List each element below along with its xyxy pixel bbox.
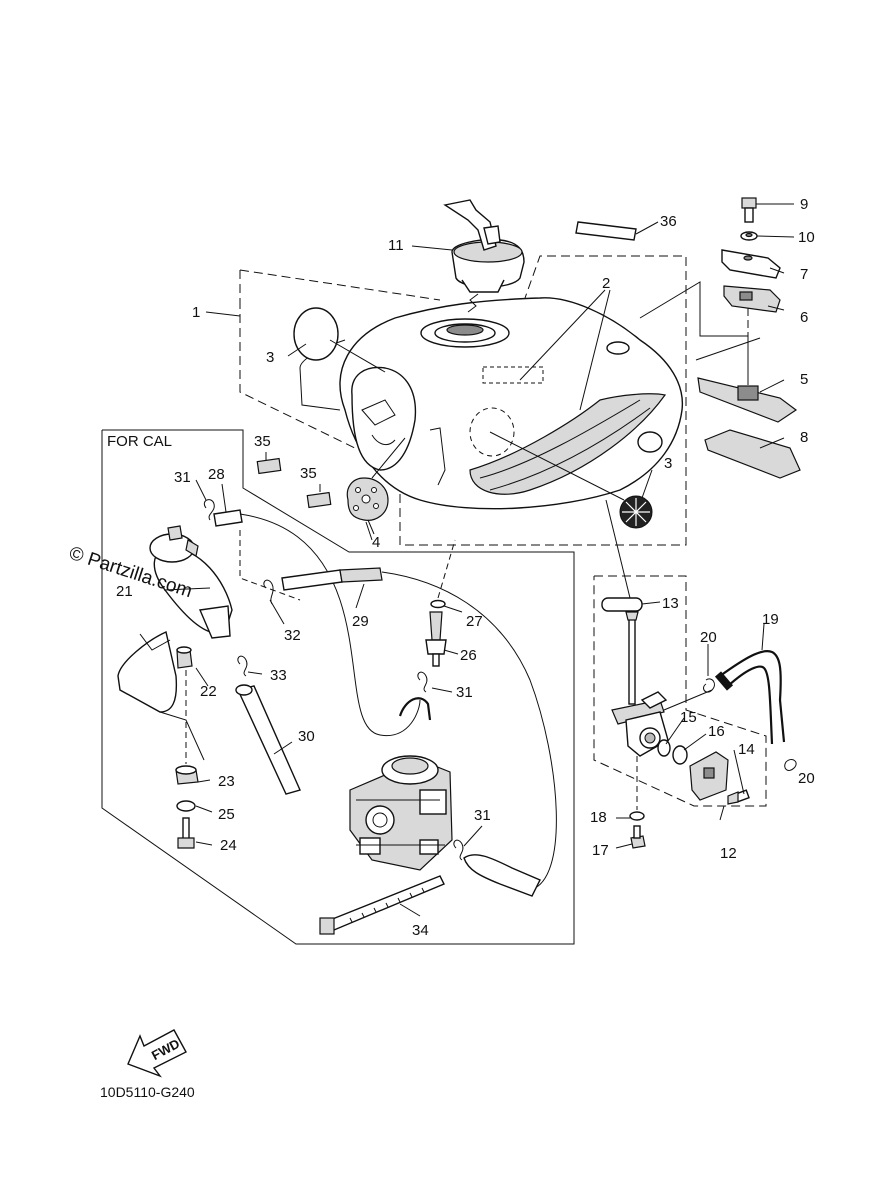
callout-28: 28	[208, 466, 225, 483]
callout-33: 33	[270, 667, 287, 684]
fuel-tank	[299, 297, 684, 510]
cable-tie	[319, 875, 445, 935]
tank-damper-and-pads	[256, 437, 406, 535]
fuel-cock-assembly	[593, 499, 767, 849]
callout-9: 9	[800, 196, 808, 213]
rear-mount-hardware	[639, 197, 801, 479]
hoses	[213, 509, 557, 897]
callout-35-bottom: 35	[300, 465, 317, 482]
callout-31-bottom: 31	[474, 807, 491, 824]
callout-35-top: 35	[254, 433, 271, 450]
fuel-hose-19	[663, 650, 797, 771]
callout-24: 24	[220, 837, 237, 854]
callout-19: 19	[762, 611, 779, 628]
fwd-arrow-icon: FWD	[127, 1029, 187, 1078]
callout-4: 4	[372, 534, 380, 551]
leader-lines	[163, 203, 795, 917]
callout-25: 25	[218, 806, 235, 823]
callout-18: 18	[590, 809, 607, 826]
callout-1: 1	[192, 304, 200, 321]
for-cal-label: FOR CAL	[107, 433, 172, 450]
callout-3-right: 3	[664, 455, 672, 472]
callout-5: 5	[800, 371, 808, 388]
callout-21: 21	[116, 583, 133, 600]
caution-label	[575, 221, 659, 241]
callout-20-top: 20	[700, 629, 717, 646]
fuel-cap	[443, 199, 525, 313]
callout-23: 23	[218, 773, 235, 790]
callout-15: 15	[680, 709, 697, 726]
diagram-code: 10D5110-G240	[100, 1084, 195, 1100]
for-cal-section-box: FOR CAL	[101, 429, 575, 945]
callout-22: 22	[200, 683, 217, 700]
callout-numbers: 1 2 3 3 4 5 6 7 8 9 10 11 12 13 14 15 16…	[116, 196, 815, 939]
callout-2: 2	[602, 275, 610, 292]
callout-29: 29	[352, 613, 369, 630]
callout-27: 27	[466, 613, 483, 630]
callout-26: 26	[460, 647, 477, 664]
callout-7: 7	[800, 266, 808, 283]
tank-assembly-boundary	[239, 255, 687, 546]
callout-31-middle: 31	[456, 684, 473, 701]
callout-6: 6	[800, 309, 808, 326]
charcoal-canister	[117, 525, 301, 849]
callout-13: 13	[662, 595, 679, 612]
callout-11: 11	[388, 237, 404, 254]
callout-8: 8	[800, 429, 808, 446]
callout-16: 16	[708, 723, 725, 740]
callout-17: 17	[592, 842, 609, 859]
callout-30: 30	[298, 728, 315, 745]
emblem-right	[489, 431, 653, 529]
callout-20-bottom: 20	[798, 770, 815, 787]
callout-36: 36	[660, 213, 677, 230]
callout-12: 12	[720, 845, 737, 862]
callout-32: 32	[284, 627, 301, 644]
callout-3-left: 3	[266, 349, 274, 366]
callout-10: 10	[798, 229, 815, 246]
callout-31-top: 31	[174, 469, 191, 486]
emblem-left	[293, 307, 386, 373]
carburetor	[349, 755, 453, 871]
hose-clips	[203, 499, 464, 861]
callout-14: 14	[738, 741, 755, 758]
callout-34: 34	[412, 922, 429, 939]
